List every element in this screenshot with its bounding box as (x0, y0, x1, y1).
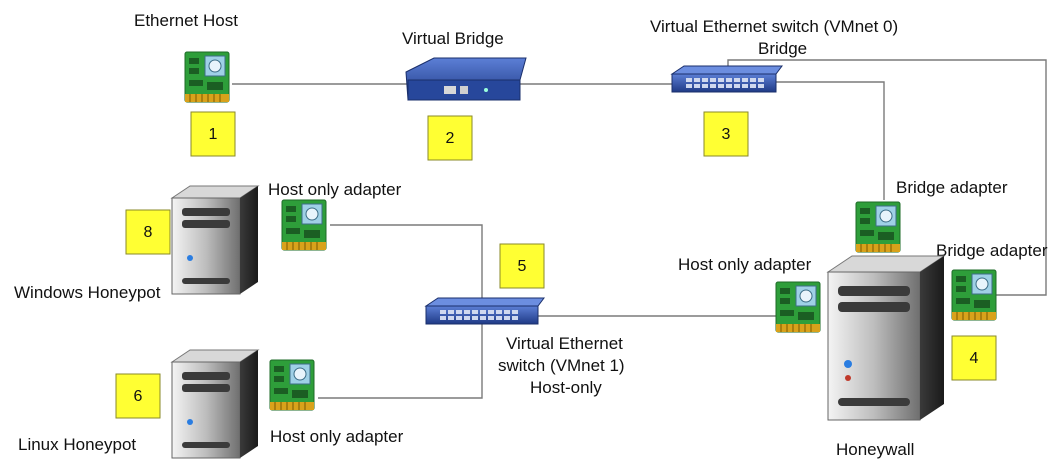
bridge-adapter-right-label: Bridge adapter (936, 241, 1048, 260)
vmnet1-label-line1: Virtual Ethernet (506, 334, 623, 353)
virtual-bridge-label: Virtual Bridge (402, 29, 504, 48)
badge-2 (427, 115, 473, 161)
windows-honeypot-label: Windows Honeypot (14, 283, 161, 302)
badge-5-number: 5 (518, 258, 527, 275)
windows-server-icon (171, 185, 259, 295)
badge-8-number: 8 (144, 224, 153, 241)
badge-2-number: 2 (446, 130, 455, 147)
vmnet0-label-line1: Virtual Ethernet switch (VMnet 0) (650, 17, 898, 36)
bridge-adapter-top: Bridge adapter (855, 178, 1008, 253)
windows-honeypot-node: 8 Windows Honeypot Host only adapter (14, 180, 402, 302)
badge-4 (951, 335, 997, 381)
link-vmnet0-right-adapter (727, 59, 1047, 296)
badge-3 (703, 111, 749, 157)
honeywall-host-only-adapter: Host only adapter (678, 255, 821, 333)
connection-lines (232, 59, 1047, 399)
switch-icon-vmnet0 (670, 65, 783, 93)
honeywall-host-only-card-icon (775, 281, 821, 333)
ethernet-host-label: Ethernet Host (134, 11, 238, 30)
vmnet1-label-line3: Host-only (530, 378, 602, 397)
link-windows-vmnet1 (330, 224, 483, 300)
windows-host-only-card-icon (281, 199, 327, 251)
badge-3-number: 3 (722, 126, 731, 143)
ethernet-host-card-icon (184, 51, 230, 103)
badge-1-number: 1 (209, 126, 218, 143)
linux-host-only-card-icon (269, 359, 315, 411)
honeywall-host-only-label: Host only adapter (678, 255, 812, 274)
link-vmnet0-bridge-adapter (776, 81, 885, 200)
windows-host-only-label: Host only adapter (268, 180, 402, 199)
bridge-adapter-top-label: Bridge adapter (896, 178, 1008, 197)
badge-1 (190, 111, 236, 157)
badge-6 (115, 373, 161, 419)
linux-server-icon (171, 349, 259, 459)
router-icon (405, 57, 527, 101)
vmnet1-label-line2: switch (VMnet 1) (498, 356, 625, 375)
badge-8 (125, 209, 171, 255)
switch-icon-vmnet1 (424, 297, 545, 325)
linux-honeypot-node: 6 Linux Honeypot Host only adapter (18, 349, 404, 459)
vmnet1-switch-node: 5 Virtual Ethernet switch (VMnet 1) Host… (424, 243, 625, 397)
badge-6-number: 6 (134, 388, 143, 405)
bridge-adapter-top-card-icon (855, 201, 901, 253)
badge-4-number: 4 (970, 350, 979, 367)
link-linux-vmnet1 (318, 322, 483, 399)
badge-5 (499, 243, 545, 289)
linux-honeypot-label: Linux Honeypot (18, 435, 136, 454)
bridge-adapter-right-card-icon (951, 269, 997, 321)
linux-host-only-label: Host only adapter (270, 427, 404, 446)
honeywall-node: 4 Honeywall (826, 255, 997, 459)
honeywall-label: Honeywall (836, 440, 914, 459)
bridge-adapter-right: Bridge adapter (936, 241, 1048, 321)
honeywall-server-icon (826, 255, 946, 421)
ethernet-host-node: Ethernet Host 1 (134, 11, 238, 157)
virtual-bridge-node: Virtual Bridge 2 (402, 29, 527, 161)
vmnet0-switch-node: Virtual Ethernet switch (VMnet 0) Bridge… (650, 17, 898, 157)
vmnet0-label-line2: Bridge (758, 39, 807, 58)
